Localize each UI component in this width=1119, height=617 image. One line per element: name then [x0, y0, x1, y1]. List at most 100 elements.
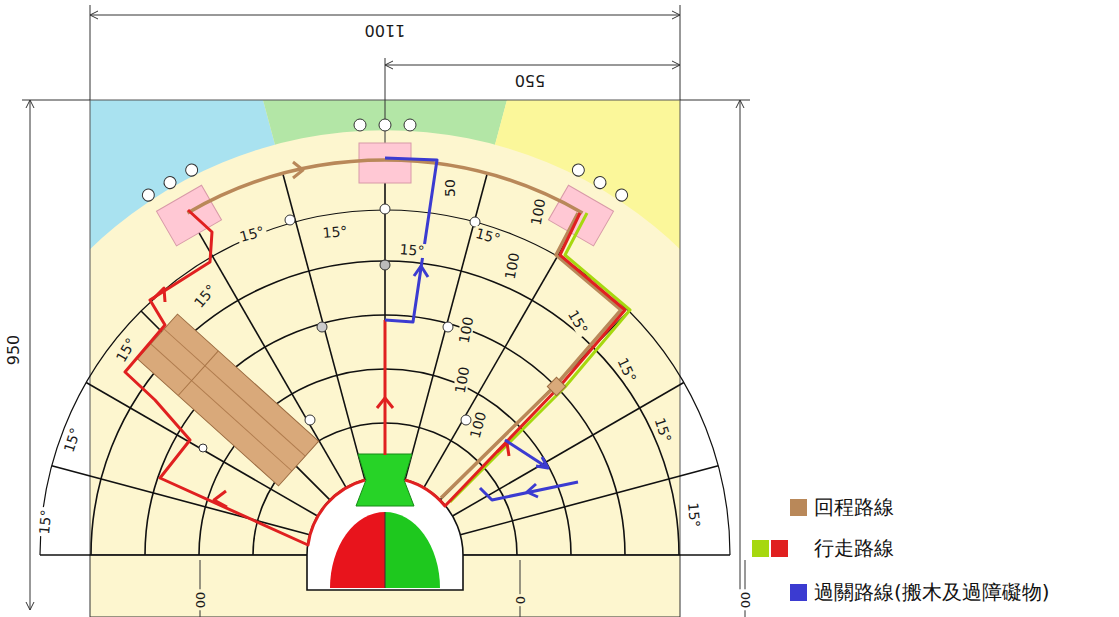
return-route	[188, 160, 583, 213]
marker-square	[547, 377, 565, 395]
walk-route	[405, 213, 625, 506]
task-route	[385, 158, 437, 322]
goal-boxes	[592, 174, 608, 190]
goal-boxes	[140, 119, 630, 248]
legend-swatch-extra	[752, 540, 769, 557]
dimension-lines	[672, 11, 680, 19]
grid-radials	[40, 554, 307, 556]
dimension-lines	[30, 100, 31, 610]
walk-route	[125, 210, 630, 545]
field-ground	[90, 100, 680, 555]
dimension-lines	[736, 100, 744, 108]
dimension-lines	[740, 100, 741, 610]
grid-nodes	[285, 215, 295, 225]
task-route	[527, 484, 538, 497]
goal-boxes	[162, 174, 178, 190]
grid-radials	[463, 554, 730, 556]
walk-route	[377, 398, 393, 408]
dimension-lines	[680, 5, 681, 100]
goal-boxes	[548, 185, 613, 246]
wood-plank	[164, 329, 305, 456]
field-ground	[90, 130, 680, 555]
dimension-label: 550	[513, 72, 548, 88]
task-route	[480, 482, 578, 500]
goal-boxes	[183, 162, 199, 178]
grid-radials	[453, 383, 684, 517]
start-area	[385, 512, 440, 588]
task-route	[536, 457, 548, 468]
dimension-lines	[26, 602, 34, 610]
dimension-lines	[90, 5, 91, 100]
start-area	[307, 454, 463, 590]
goal-boxes	[379, 119, 391, 131]
grid-nodes	[380, 260, 390, 270]
goal-boxes	[354, 119, 366, 131]
wood-plank	[178, 351, 218, 396]
dimension-label: 15°	[686, 500, 702, 530]
dimension-lines	[90, 15, 680, 16]
dimension-lines	[22, 100, 90, 101]
field-ground	[90, 100, 680, 555]
return-route	[293, 162, 303, 178]
grid-radials	[424, 213, 583, 488]
grid-nodes	[199, 444, 207, 452]
dimension-label: 50	[443, 177, 457, 199]
grid-rings	[40, 160, 730, 555]
task-route	[414, 266, 428, 277]
grid-nodes	[317, 322, 327, 332]
dimension-lines	[520, 560, 521, 617]
grid-nodes	[305, 415, 315, 425]
dimension-label: 00	[739, 590, 752, 611]
walk-route	[497, 443, 509, 456]
dimension-lines	[385, 58, 386, 150]
grid-radials	[460, 466, 718, 535]
legend-text: 回程路線	[814, 496, 894, 518]
goal-boxes	[359, 143, 411, 183]
task-route	[505, 440, 548, 468]
walk-route	[384, 320, 387, 455]
return-route	[441, 213, 621, 498]
start-area	[385, 512, 386, 588]
return-route	[188, 160, 622, 498]
walk-route	[450, 213, 630, 502]
grid-radials	[40, 160, 730, 555]
dimension-lines	[26, 100, 34, 108]
dimension-label: 15°	[397, 242, 427, 258]
dimension-lines	[385, 65, 680, 66]
dimension-label: 00	[194, 590, 207, 611]
grid-nodes	[380, 204, 390, 214]
dimension-lines	[672, 61, 680, 69]
goal-boxes	[613, 187, 629, 203]
legend-swatch	[790, 584, 807, 601]
goal-boxes	[354, 119, 416, 183]
grid-rings	[40, 210, 730, 555]
start-area	[330, 512, 385, 588]
legend-text: 行走路線	[814, 537, 894, 559]
legend-swatch	[771, 540, 788, 557]
goal-boxes	[140, 187, 156, 203]
wood-plank	[151, 344, 292, 471]
dimension-lines	[90, 11, 98, 19]
goal-boxes	[570, 162, 586, 178]
dimension-lines	[22, 5, 750, 617]
dimension-label: 15°	[320, 224, 350, 240]
goal-boxes	[404, 119, 416, 131]
goal-boxes	[544, 162, 630, 248]
dimension-label: 15°	[37, 507, 53, 537]
dimension-label: 950	[6, 333, 22, 368]
walk-route	[153, 288, 165, 302]
grid-nodes	[443, 322, 453, 332]
dimension-label: 1100	[363, 22, 408, 38]
walk-route	[214, 491, 227, 507]
dimension-lines	[385, 61, 393, 69]
legend-text: 過關路線(搬木及過障礙物)	[814, 581, 1050, 603]
task-route	[385, 158, 578, 500]
legend-swatch	[790, 499, 807, 516]
wood-plank	[137, 314, 318, 486]
grid-nodes	[461, 415, 471, 425]
dimension-label: 0	[514, 594, 527, 606]
walk-route	[125, 210, 365, 545]
wood-plank	[137, 314, 318, 486]
